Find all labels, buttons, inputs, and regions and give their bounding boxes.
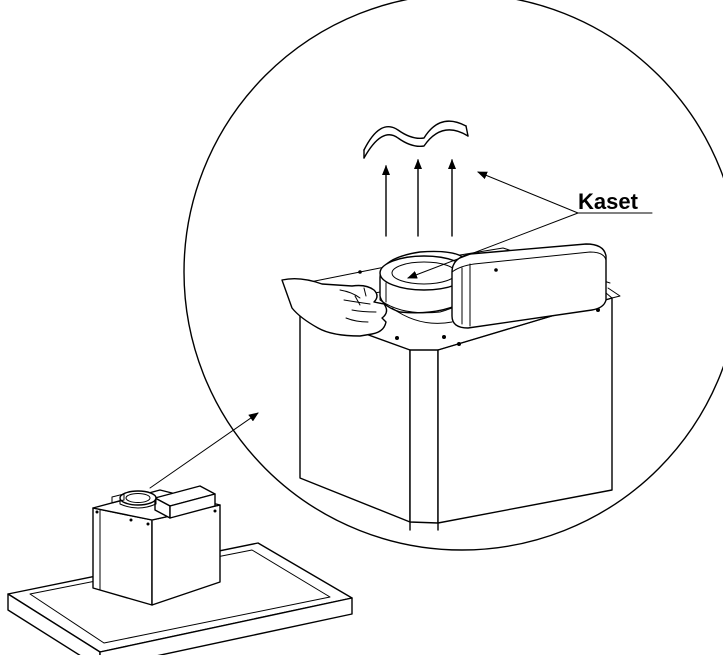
callout-label: Kaset (578, 189, 639, 214)
cooker-hood-overview (7, 412, 353, 655)
magnified-detail (281, 120, 653, 531)
magnification-circle (183, 0, 723, 551)
